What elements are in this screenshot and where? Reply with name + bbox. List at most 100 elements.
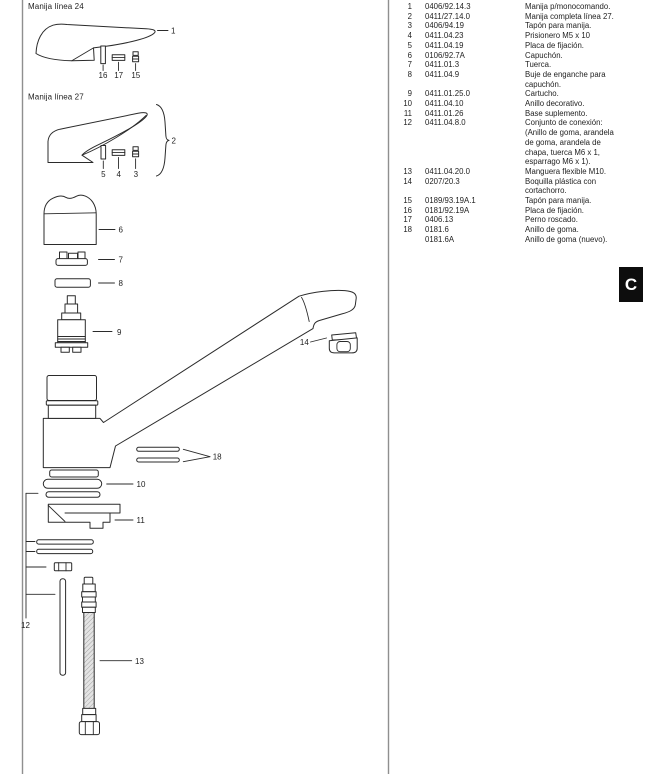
- callout-label-4: 4: [116, 170, 121, 179]
- parts-table-row: 2 0411/27.14.0 Manija completa línea 27.: [399, 12, 641, 22]
- part-code: 0406/92.14.3: [425, 2, 471, 11]
- part-code: 0406.13: [425, 215, 454, 225]
- part-code: 0181/92.19A: [425, 205, 470, 215]
- callout-label-16: 16: [99, 71, 108, 80]
- heading-linea-24: Manija línea 24: [28, 2, 84, 11]
- part-description: Anillo decorativo.: [525, 99, 585, 109]
- part-number: 17: [403, 215, 412, 225]
- part-code: 0189/93.19A.1: [425, 196, 476, 206]
- part-description: Tuerca.: [525, 60, 552, 70]
- rubber-ring-drawing: [45, 491, 101, 498]
- parts-table: 1 0406/92.14.3 Manija p/monocomando. 2 0411/…: [399, 2, 641, 245]
- part-code: 0106/92.7A: [425, 50, 465, 60]
- part-description: Buje de enganche para capuchón.: [525, 69, 606, 89]
- part-number: 3: [407, 21, 412, 31]
- parts-table-row: 18 0181.6 Anillo de goma.: [399, 225, 641, 235]
- brace-part-2: [156, 104, 170, 177]
- part-number: 2: [407, 11, 412, 21]
- callout-label-9: 9: [117, 328, 122, 337]
- part-description: Placa de fijación.: [525, 205, 584, 215]
- part-description: Cartucho.: [525, 89, 559, 99]
- part-number: 1: [407, 2, 412, 11]
- part-number: 18: [403, 225, 412, 235]
- part-description: Placa de fijación.: [525, 40, 584, 50]
- part-code: 0411.01.25.0: [425, 89, 470, 99]
- callout-label-5: 5: [101, 170, 106, 179]
- callout-label-10: 10: [137, 480, 146, 489]
- part-description: Manguera flexible M10.: [525, 166, 607, 176]
- part-code: 0411.04.9: [425, 69, 460, 79]
- callout-label-3: 3: [134, 170, 139, 179]
- part-code: 0411.04.10: [425, 99, 464, 109]
- fixing-plate-5-drawing: [100, 145, 107, 169]
- flexible-hose-13-drawing: [78, 576, 133, 736]
- part-code: 0411.04.8.0: [425, 118, 466, 128]
- part-number: 15: [403, 196, 412, 206]
- cartridge-9-drawing: [54, 295, 113, 353]
- part-code: 0406/94.19: [425, 21, 465, 31]
- part-description: Perno roscado.: [525, 215, 578, 225]
- part-description: Base suplemento.: [525, 108, 588, 118]
- part-number: 13: [403, 166, 412, 176]
- callout-label-7: 7: [119, 256, 124, 265]
- part-description: Capuchón.: [525, 50, 563, 60]
- part-code: 0411/27.14.0: [425, 11, 470, 21]
- callout-label-11: 11: [137, 516, 146, 525]
- part-code: 0181.6A: [425, 234, 455, 244]
- part-number: 9: [407, 89, 412, 99]
- handle-linea24-drawing: [35, 23, 169, 62]
- part-description: Manija completa línea 27.: [525, 11, 614, 21]
- part-number: 12: [403, 118, 412, 128]
- callout-label-18: 18: [213, 453, 222, 462]
- part-number: 14: [403, 176, 412, 186]
- part-number: 8: [407, 69, 412, 79]
- handle-linea27-drawing: [47, 104, 170, 177]
- parts-table-row: 7 0411.01.3 Tuerca.: [399, 60, 641, 70]
- part-code: 0411.04.20.0: [425, 166, 470, 176]
- callout-label-8: 8: [119, 279, 124, 288]
- part-number: 10: [403, 99, 412, 109]
- part-code: 0207/20.3: [425, 176, 460, 186]
- callout-label-1: 1: [171, 27, 176, 36]
- bushing-8-drawing: [54, 278, 115, 288]
- threaded-pin-17-drawing: [111, 54, 126, 71]
- stud-12-drawing: [59, 578, 67, 676]
- callout-label-12: 12: [21, 621, 30, 630]
- nut-7-drawing: [55, 251, 115, 266]
- section-tab: C: [619, 267, 643, 302]
- part-description: Manija p/monocomando.: [525, 2, 611, 11]
- decorative-ring-10-drawing: [42, 478, 134, 489]
- callout-label-15: 15: [131, 71, 140, 80]
- aerator-14-drawing: [310, 332, 358, 354]
- base-plate-11-drawing: [47, 503, 134, 529]
- part-number: 7: [407, 60, 412, 70]
- parts-table-row: 8 0411.04.9 Buje de enganche para capuchón…: [399, 70, 641, 89]
- part-description: Tapón para manija.: [525, 196, 592, 206]
- part-number: 4: [407, 31, 412, 41]
- part-number: 11: [403, 108, 412, 118]
- callout-label-17: 17: [114, 71, 123, 80]
- part-description: Anillo de goma.: [525, 225, 579, 235]
- callout-label-6: 6: [119, 226, 124, 235]
- part-code: 0411.04.23: [425, 31, 464, 41]
- part-code: 0411.04.19: [425, 40, 464, 50]
- cap-cover-6-drawing: [43, 194, 116, 245]
- parts-table-row: 10 0411.04.10 Anillo decorativo.: [399, 99, 641, 109]
- nut-12-drawing: [53, 562, 73, 572]
- parts-table-row: 9 0411.01.25.0 Cartucho.: [399, 89, 641, 99]
- parts-table-row: 14 0207/20.3 Boquilla plástica con cortach…: [399, 177, 641, 196]
- fixing-plate-16-drawing: [100, 45, 106, 71]
- part-code: 0411.01.3: [425, 60, 460, 70]
- connection-set-12-bracket: [25, 492, 56, 619]
- grub-screw-4-drawing: [111, 149, 126, 169]
- washers-12-drawing: [36, 539, 94, 555]
- part-description: Boquilla plástica con cortachorro.: [525, 176, 597, 196]
- part-code: 0181.6: [425, 225, 449, 235]
- handle-cap-3-drawing: [132, 146, 140, 169]
